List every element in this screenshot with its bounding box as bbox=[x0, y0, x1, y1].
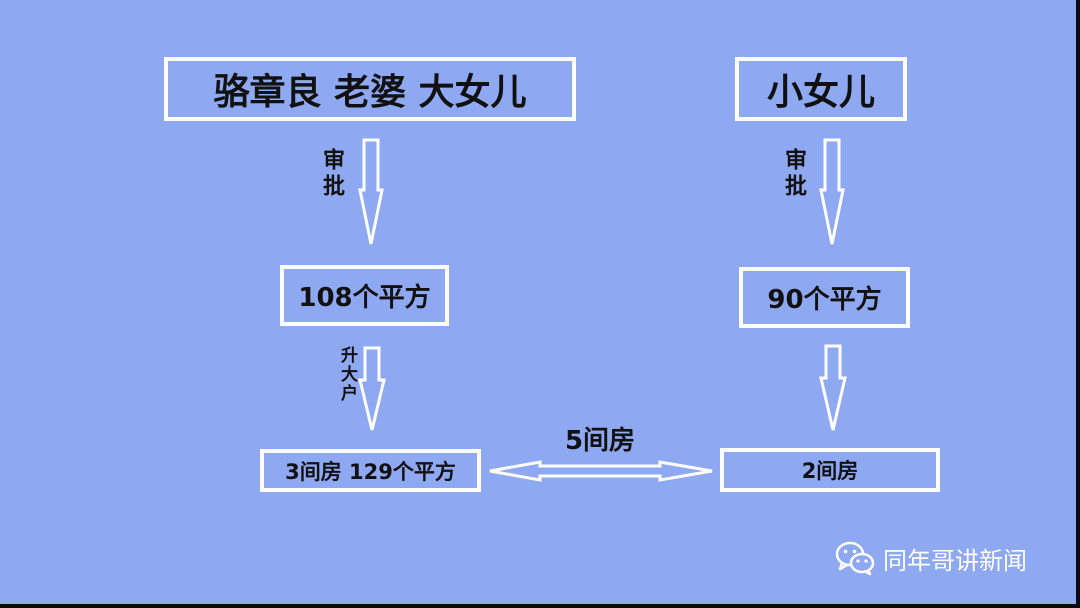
arrow-down-right-1 bbox=[819, 138, 845, 245]
box-bottom-right: 2间房 bbox=[720, 448, 940, 492]
box-mid-right: 90个平方 bbox=[739, 267, 910, 328]
watermark-text: 同年哥讲新闻 bbox=[883, 546, 1027, 575]
box-top-left: 骆章良 老婆 大女儿 bbox=[164, 57, 576, 121]
label-approval-right: 审批 bbox=[781, 148, 806, 200]
double-arrow-horizontal bbox=[489, 460, 713, 482]
arrow-down-left-2 bbox=[358, 346, 386, 431]
box-mid-left: 108个平方 bbox=[280, 265, 449, 326]
label-approval-left: 审批 bbox=[319, 148, 344, 200]
wechat-icon bbox=[835, 541, 875, 576]
arrow-down-right-2 bbox=[819, 344, 847, 431]
box-top-right: 小女儿 bbox=[735, 57, 907, 121]
label-upgrade-household: 升大户 bbox=[337, 346, 357, 403]
box-bottom-right-text: 2间房 bbox=[801, 459, 859, 483]
label-five-rooms: 5间房 bbox=[564, 426, 636, 456]
box-mid-right-text: 90个平方 bbox=[767, 285, 882, 315]
box-top-right-text: 小女儿 bbox=[766, 72, 875, 113]
arrow-down-left-1 bbox=[358, 138, 384, 245]
box-bottom-left-text: 3间房 129个平方 bbox=[285, 459, 456, 484]
box-bottom-left: 3间房 129个平方 bbox=[260, 449, 481, 492]
watermark: 同年哥讲新闻 bbox=[835, 540, 1027, 576]
box-mid-left-text: 108个平方 bbox=[298, 283, 431, 313]
box-top-left-text: 骆章良 老婆 大女儿 bbox=[213, 72, 527, 113]
